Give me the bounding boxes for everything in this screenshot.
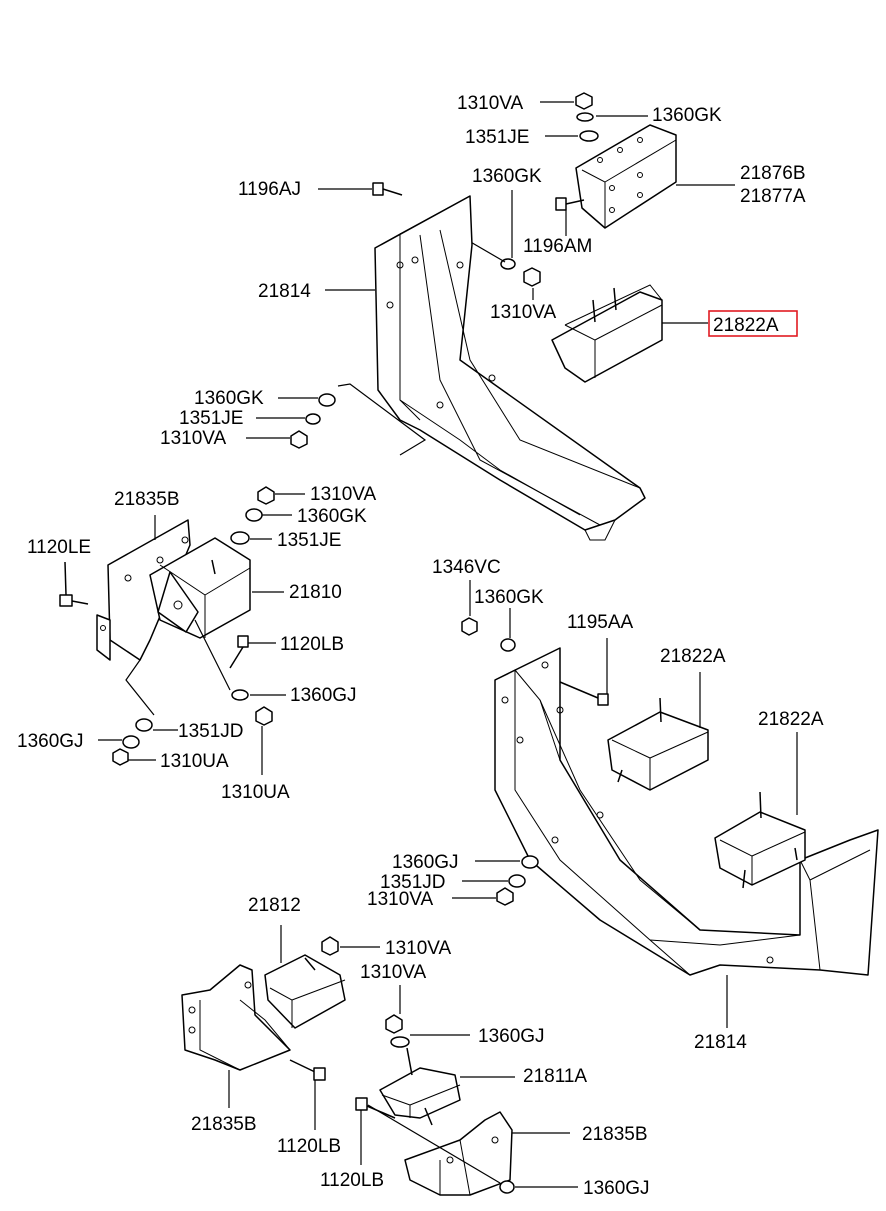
top-hardware-stack	[540, 92, 648, 142]
label-21822a-right[interactable]: 21822A	[758, 709, 824, 730]
label-1351je-a[interactable]: 1351JE	[465, 127, 529, 148]
label-1360gj-a[interactable]: 1360GJ	[290, 685, 357, 706]
hardware-below-21810	[98, 619, 286, 775]
label-1120lb-b[interactable]: 1120LB	[277, 1136, 341, 1157]
bolt-1120lb-bottom-center	[355, 1097, 396, 1165]
label-21822a-highlighted[interactable]: 21822A	[713, 315, 779, 336]
label-1196am[interactable]: 1196AM	[523, 236, 592, 257]
label-21810[interactable]: 21810	[289, 582, 342, 603]
label-1196aj[interactable]: 1196AJ	[238, 179, 301, 200]
label-21877a[interactable]: 21877A	[740, 186, 806, 207]
label-21835b-bottom-left[interactable]: 21835B	[191, 1114, 257, 1135]
label-21835b-mid[interactable]: 21835B	[114, 489, 180, 510]
label-1346vc[interactable]: 1346VC	[432, 557, 501, 578]
crossmember-21814-bottom	[494, 647, 879, 1028]
label-1310ua-a[interactable]: 1310UA	[160, 751, 229, 772]
label-21814-bottom[interactable]: 21814	[694, 1032, 747, 1053]
label-1120lb-a[interactable]: 1120LB	[280, 634, 344, 655]
label-21835b-bottom-right[interactable]: 21835B	[582, 1124, 648, 1145]
label-1360gk-d[interactable]: 1360GK	[297, 506, 367, 527]
bolt-1120lb-bottom-left	[289, 1059, 326, 1130]
label-1360gj-d[interactable]: 1360GJ	[478, 1026, 545, 1047]
mount-insulator-21822a-right	[714, 732, 806, 889]
mount-21811a	[379, 1047, 515, 1126]
label-1310va-a[interactable]: 1310VA	[457, 93, 524, 114]
label-1351je-b[interactable]: 1351JE	[179, 408, 243, 429]
mount-insulator-21822a-mid	[607, 672, 709, 791]
label-1310va-c[interactable]: 1310VA	[160, 428, 227, 449]
bracket-21835b-mid	[96, 515, 191, 661]
label-1360gk-b[interactable]: 1360GK	[472, 166, 542, 187]
part-labels: 1310VA 1360GK 1351JE 21876B 21877A 1196A…	[17, 93, 824, 1199]
washer-1360gj-bottom	[367, 1104, 578, 1194]
label-1310va-e[interactable]: 1310VA	[367, 889, 434, 910]
label-1351je-c[interactable]: 1351JE	[277, 530, 341, 551]
label-1310ua-b[interactable]: 1310UA	[221, 782, 290, 803]
label-1360gj-c[interactable]: 1360GJ	[392, 852, 459, 873]
hardware-left-of-bottom-crossmember	[452, 855, 539, 906]
label-1351jd-b[interactable]: 1351JD	[380, 872, 446, 893]
mount-21810	[149, 537, 284, 639]
label-21876b[interactable]: 21876B	[740, 163, 806, 184]
bracket-21835b-bottom-left	[181, 964, 291, 1108]
crossmember-21814-top	[325, 195, 646, 541]
label-21814-top[interactable]: 21814	[258, 281, 311, 302]
hardware-left-of-top-crossmember	[246, 383, 427, 456]
label-1310va-b[interactable]: 1310VA	[490, 302, 557, 323]
label-1360gk-c[interactable]: 1360GK	[194, 388, 264, 409]
bolt-1196am	[555, 197, 585, 236]
nut-washer-center-bottom	[385, 985, 470, 1048]
label-1310va-d[interactable]: 1310VA	[310, 484, 377, 505]
bracket-plate-21876b	[575, 124, 735, 229]
label-1310va-g[interactable]: 1310VA	[360, 962, 427, 983]
label-1360gk-a[interactable]: 1360GK	[652, 105, 722, 126]
label-1351jd-a[interactable]: 1351JD	[178, 721, 244, 742]
washer-nut-right-top	[461, 580, 516, 652]
hardware-right-of-21810	[230, 486, 305, 545]
label-21812[interactable]: 21812	[248, 895, 301, 916]
bolt-1195aa	[559, 638, 609, 706]
nut-1310va-21812	[321, 936, 380, 956]
highlight-box-21822a	[708, 310, 798, 337]
label-1195aa[interactable]: 1195AA	[567, 612, 634, 633]
bolt-1120le	[59, 561, 89, 607]
label-1310va-f[interactable]: 1310VA	[385, 938, 452, 959]
bracket-21835b-bottom-right	[404, 1111, 570, 1196]
label-1120le[interactable]: 1120LE	[27, 537, 91, 558]
mount-insulator-21822a-top	[551, 284, 798, 383]
label-1360gj-e[interactable]: 1360GJ	[583, 1178, 650, 1199]
bolt-1196aj	[318, 182, 403, 196]
bolt-1120lb-mid	[229, 635, 276, 669]
label-1360gj-b[interactable]: 1360GJ	[17, 731, 84, 752]
mount-21812	[264, 925, 346, 1029]
label-21811a[interactable]: 21811A	[523, 1066, 587, 1087]
label-1360gk-e[interactable]: 1360GK	[474, 587, 544, 608]
label-1120lb-c[interactable]: 1120LB	[320, 1170, 384, 1191]
label-21822a-mid[interactable]: 21822A	[660, 646, 726, 667]
